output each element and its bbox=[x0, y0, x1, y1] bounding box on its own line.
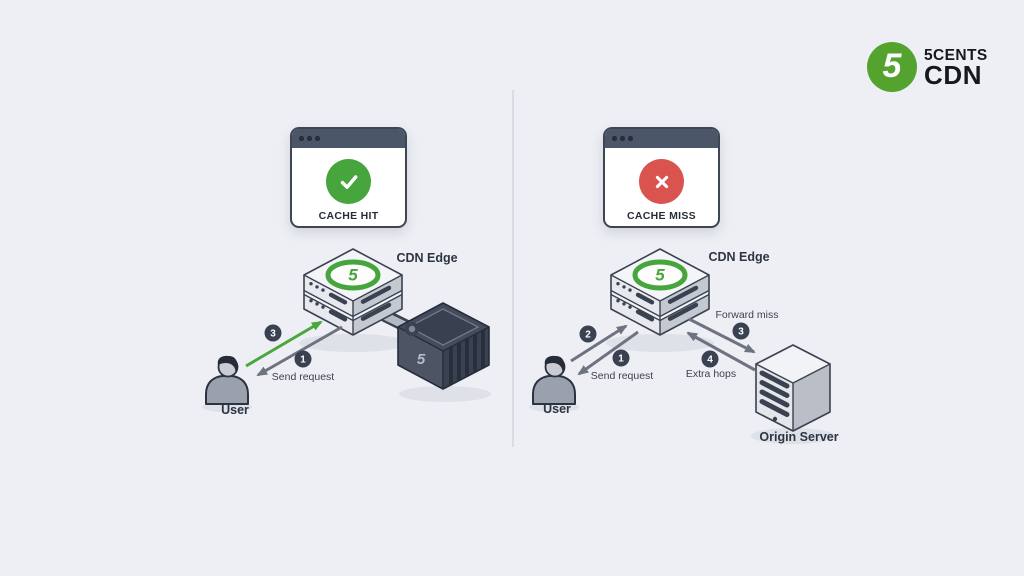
titlebar-dot bbox=[628, 136, 633, 141]
miss-user-label: User bbox=[543, 402, 571, 416]
brand-logo: 5 5CENTS CDN bbox=[867, 42, 988, 92]
miss-arrow-to-edge bbox=[570, 324, 628, 363]
svg-text:1: 1 bbox=[300, 355, 306, 366]
miss-step-badge-3: 3 bbox=[732, 322, 750, 340]
titlebar-dot bbox=[299, 136, 304, 141]
miss-step-badge-4: 4 bbox=[701, 350, 719, 368]
user-figure-hit bbox=[205, 354, 249, 405]
brand-monogram-icon: 5 bbox=[867, 42, 917, 92]
brand-name-top: 5CENTS bbox=[924, 47, 988, 65]
hit-request-label: Send request bbox=[272, 371, 335, 383]
brand-name-bottom: CDN bbox=[924, 59, 983, 90]
cache-box-digit: 5 bbox=[417, 351, 426, 368]
miss-edge-label: CDN Edge bbox=[708, 250, 769, 264]
svg-text:2: 2 bbox=[585, 330, 591, 341]
titlebar-dot bbox=[307, 136, 312, 141]
hit-edge-label: CDN Edge bbox=[396, 251, 457, 265]
miss-step-badge-1: 1 bbox=[612, 349, 630, 367]
hit-step-badge-3: 3 bbox=[264, 324, 282, 342]
hit-arrow-to-edge bbox=[245, 320, 323, 368]
miss-arrow-to-user bbox=[577, 330, 639, 376]
window-body: CACHE MISS bbox=[605, 148, 718, 222]
hit-step-badge-1: 1 bbox=[294, 350, 312, 368]
window-titlebar bbox=[292, 129, 405, 148]
user-figure-miss bbox=[532, 354, 576, 405]
x-icon bbox=[655, 175, 668, 188]
titlebar-dot bbox=[315, 136, 320, 141]
shadow bbox=[751, 428, 835, 444]
svg-text:3: 3 bbox=[738, 327, 744, 338]
extra-hops-label: Extra hops bbox=[686, 368, 736, 380]
window-body: CACHE HIT bbox=[292, 148, 405, 222]
cache-miss-title: CACHE MISS bbox=[627, 210, 696, 222]
cache-box: 5 bbox=[397, 302, 490, 390]
origin-server bbox=[755, 344, 831, 432]
success-icon bbox=[326, 159, 371, 204]
cache-hit-window: CACHE HIT bbox=[290, 127, 407, 228]
cache-miss-window: CACHE MISS bbox=[603, 127, 720, 228]
hit-arrow-to-user bbox=[256, 325, 343, 377]
error-icon bbox=[639, 159, 684, 204]
extra-hops-arrow bbox=[686, 331, 756, 372]
svg-text:1: 1 bbox=[618, 354, 624, 365]
hit-user-label: User bbox=[221, 403, 249, 417]
window-titlebar bbox=[605, 129, 718, 148]
titlebar-dot bbox=[612, 136, 617, 141]
miss-request-label: Send request bbox=[591, 370, 654, 382]
origin-server-label: Origin Server bbox=[759, 430, 838, 444]
svg-text:4: 4 bbox=[707, 355, 713, 366]
brand-wordmark: 5CENTS CDN bbox=[924, 47, 988, 90]
panel-divider bbox=[512, 90, 514, 447]
shadow bbox=[299, 334, 407, 352]
cache-hit-title: CACHE HIT bbox=[318, 210, 379, 222]
titlebar-dot bbox=[620, 136, 625, 141]
miss-step-badge-2: 2 bbox=[579, 325, 597, 343]
pipe-flange-core bbox=[408, 325, 416, 333]
forward-miss-arrow bbox=[688, 317, 756, 354]
check-icon bbox=[340, 174, 357, 189]
forward-miss-label: Forward miss bbox=[715, 309, 778, 321]
svg-text:3: 3 bbox=[270, 329, 276, 340]
shadow bbox=[399, 386, 491, 402]
